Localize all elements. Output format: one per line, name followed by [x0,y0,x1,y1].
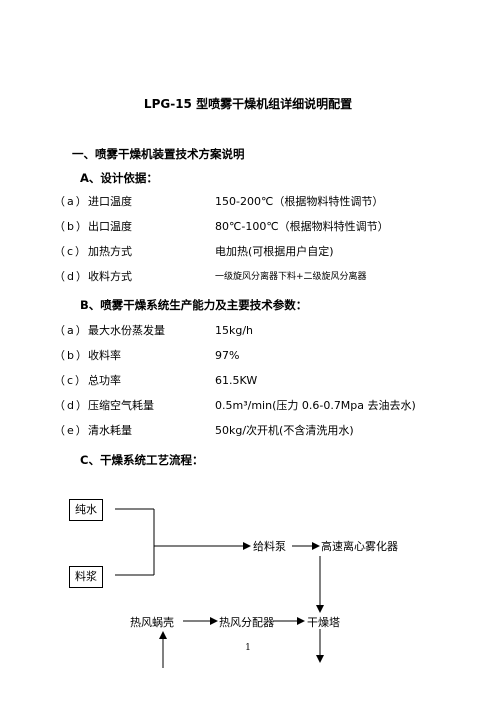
row-value: 80℃-100℃（根据物料特性调节） [215,220,389,233]
row-name: 加热方式 [88,245,132,258]
feed-pump-label: 给料泵 [253,540,286,553]
row-index: （c） [54,374,89,387]
row-name: 收料方式 [88,270,132,283]
row-index: （d） [54,270,89,283]
atomizer-label: 高速离心雾化器 [321,540,398,553]
hot-air-distributor-label: 热风分配器 [219,616,274,629]
row-value: 61.5KW [215,374,258,387]
row-index: （e） [54,424,89,437]
slurry-box: 料浆 [69,566,103,588]
pure-water-box: 纯水 [69,499,103,521]
row-index: （c） [54,245,89,258]
section-heading-1: 一、喷雾干燥机装置技术方案说明 [72,147,245,161]
section-heading-b: B、喷雾干燥系统生产能力及主要技术参数： [80,298,308,312]
row-value: 电加热(可根据用户自定) [215,245,334,258]
section-heading-c: C、干燥系统工艺流程： [80,453,204,467]
row-name: 清水耗量 [88,424,132,437]
row-index: （a） [54,324,89,337]
section-heading-a: A、设计依据： [80,171,158,185]
row-index: （b） [54,349,89,362]
row-name: 总功率 [88,374,121,387]
page-title: LPG-15 型喷雾干燥机组详细说明配置 [143,97,353,111]
row-value: 15kg/h [215,324,254,337]
row-name: 进口温度 [88,195,132,208]
row-value: 一级旋风分离器下料+二级旋风分离器 [215,272,367,282]
row-value: 97% [215,349,240,362]
row-name: 最大水份蒸发量 [88,324,165,337]
row-index: （b） [54,220,89,233]
row-name: 压缩空气耗量 [88,399,154,412]
page-number: 1 [245,643,251,653]
row-name: 收料率 [88,349,121,362]
row-name: 出口温度 [88,220,132,233]
row-value: 50kg/次开机(不含清洗用水) [215,424,354,437]
row-index: （a） [54,195,89,208]
row-value: 150-200℃（根据物料特性调节） [215,195,384,208]
row-index: （d） [54,399,89,412]
row-value: 0.5m³/min(压力 0.6-0.7Mpa 去油去水) [215,399,416,412]
hot-air-volute-label: 热风蜗壳 [130,616,174,629]
drying-tower-label: 干燥塔 [307,616,340,629]
